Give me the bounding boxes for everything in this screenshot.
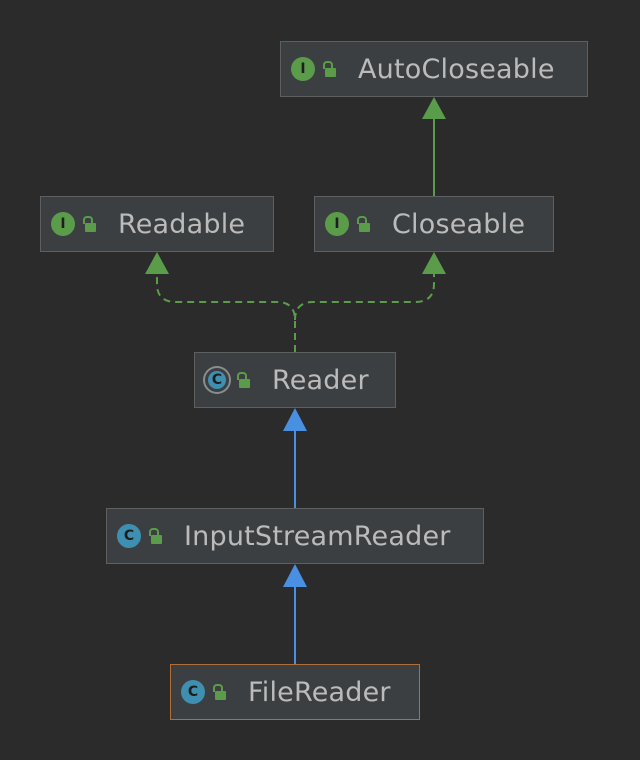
node-label: Readable [118,208,246,240]
edge-reader-readable [156,274,296,352]
arrowhead-closeable [422,252,446,274]
node-label: Closeable [392,208,526,240]
node-readable[interactable]: I Readable [40,196,274,252]
public-lock-icon [322,61,336,77]
abstract-class-icon: C [205,368,229,392]
public-lock-icon [148,528,162,544]
edge-reader-closeable [294,274,435,321]
node-reader[interactable]: C Reader [194,352,396,408]
arrowhead-readable [145,252,169,274]
node-inputstreamreader[interactable]: C InputStreamReader [106,508,484,564]
arrowhead-inputstreamreader [283,564,307,587]
arrowhead-reader [283,408,307,431]
node-autocloseable[interactable]: I AutoCloseable [280,41,588,97]
public-lock-icon [82,216,96,232]
interface-icon: I [291,57,315,81]
node-label: AutoCloseable [358,53,555,85]
class-icon: C [117,524,141,548]
public-lock-icon [236,372,250,388]
node-label: Reader [272,364,369,396]
node-label: InputStreamReader [184,520,451,552]
node-closeable[interactable]: I Closeable [314,196,554,252]
node-label: FileReader [248,676,391,708]
public-lock-icon [356,216,370,232]
class-icon: C [181,680,205,704]
interface-icon: I [51,212,75,236]
node-filereader[interactable]: C FileReader [170,664,420,720]
public-lock-icon [212,684,226,700]
interface-icon: I [325,212,349,236]
arrowhead-autocloseable [422,97,446,119]
